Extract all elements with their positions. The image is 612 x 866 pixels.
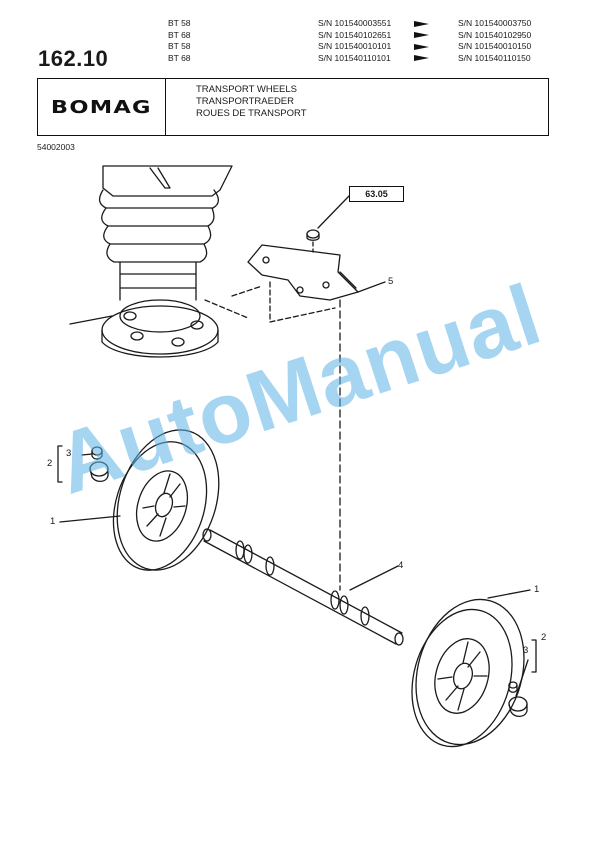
section-titles: TRANSPORT WHEELS TRANSPORTRAEDER ROUES D… (196, 84, 307, 120)
brand-logo: BOMAG (51, 96, 152, 118)
callout-3-left: 3 (66, 448, 72, 459)
arrow-right-icon (414, 32, 429, 39)
arrow-right-icon (414, 55, 429, 62)
serial-from-list: S/N 101540003551 S/N 101540102651 S/N 10… (318, 18, 391, 64)
title-french: ROUES DE TRANSPORT (196, 108, 307, 119)
rammer-body-illustration (69, 165, 249, 358)
serial-from: S/N 101540102651 (318, 29, 392, 40)
serial-to: S/N 101540110150 (458, 52, 531, 63)
serial-to: S/N 101540010150 (458, 41, 532, 51)
model-item: BT 58 (168, 18, 191, 28)
model-list: BT 58 BT 68 BT 58 BT 68 (168, 18, 191, 64)
model-item: BT 68 (168, 29, 191, 40)
page-number: 162.10 (38, 46, 109, 71)
serial-to: S/N 101540102950 (458, 29, 532, 40)
range-arrows (414, 18, 429, 64)
reference-box: 63.05 (349, 186, 404, 202)
callout-2-right: 2 (541, 632, 547, 643)
title-english: TRANSPORT WHEELS (196, 84, 298, 95)
callout-4: 4 (398, 560, 404, 571)
model-item: BT 68 (168, 52, 191, 63)
callout-2-left: 2 (47, 458, 53, 469)
serial-from: S/N 101540010101 (318, 41, 392, 51)
bracket-part (231, 244, 386, 323)
serial-to-list: S/N 101540003750 S/N 101540102950 S/N 10… (458, 18, 531, 64)
left-wheel-part (59, 429, 220, 571)
serial-to: S/N 101540003750 (458, 18, 532, 28)
right-wheel-part (411, 589, 531, 748)
logo-cell: BOMAG (38, 79, 166, 135)
serial-from: S/N 101540003551 (318, 18, 392, 28)
title-box: BOMAG TRANSPORT WHEELS TRANSPORTRAEDER R… (37, 78, 549, 136)
title-german: TRANSPORTRAEDER (196, 96, 295, 107)
callout-1-right: 1 (534, 584, 540, 595)
callout-5: 5 (388, 276, 394, 287)
arrow-right-icon (414, 20, 429, 27)
callout-3-right: 3 (523, 645, 529, 656)
right-fastener-parts (508, 639, 537, 718)
left-fastener-parts (57, 445, 109, 483)
axle-part (202, 528, 404, 646)
model-item: BT 58 (168, 41, 191, 51)
callout-1-left: 1 (50, 516, 56, 527)
nut-part (306, 195, 350, 253)
arrow-right-icon (414, 43, 429, 50)
serial-from: S/N 101540110101 (318, 52, 391, 63)
drawing-number: 54002003 (37, 142, 75, 152)
